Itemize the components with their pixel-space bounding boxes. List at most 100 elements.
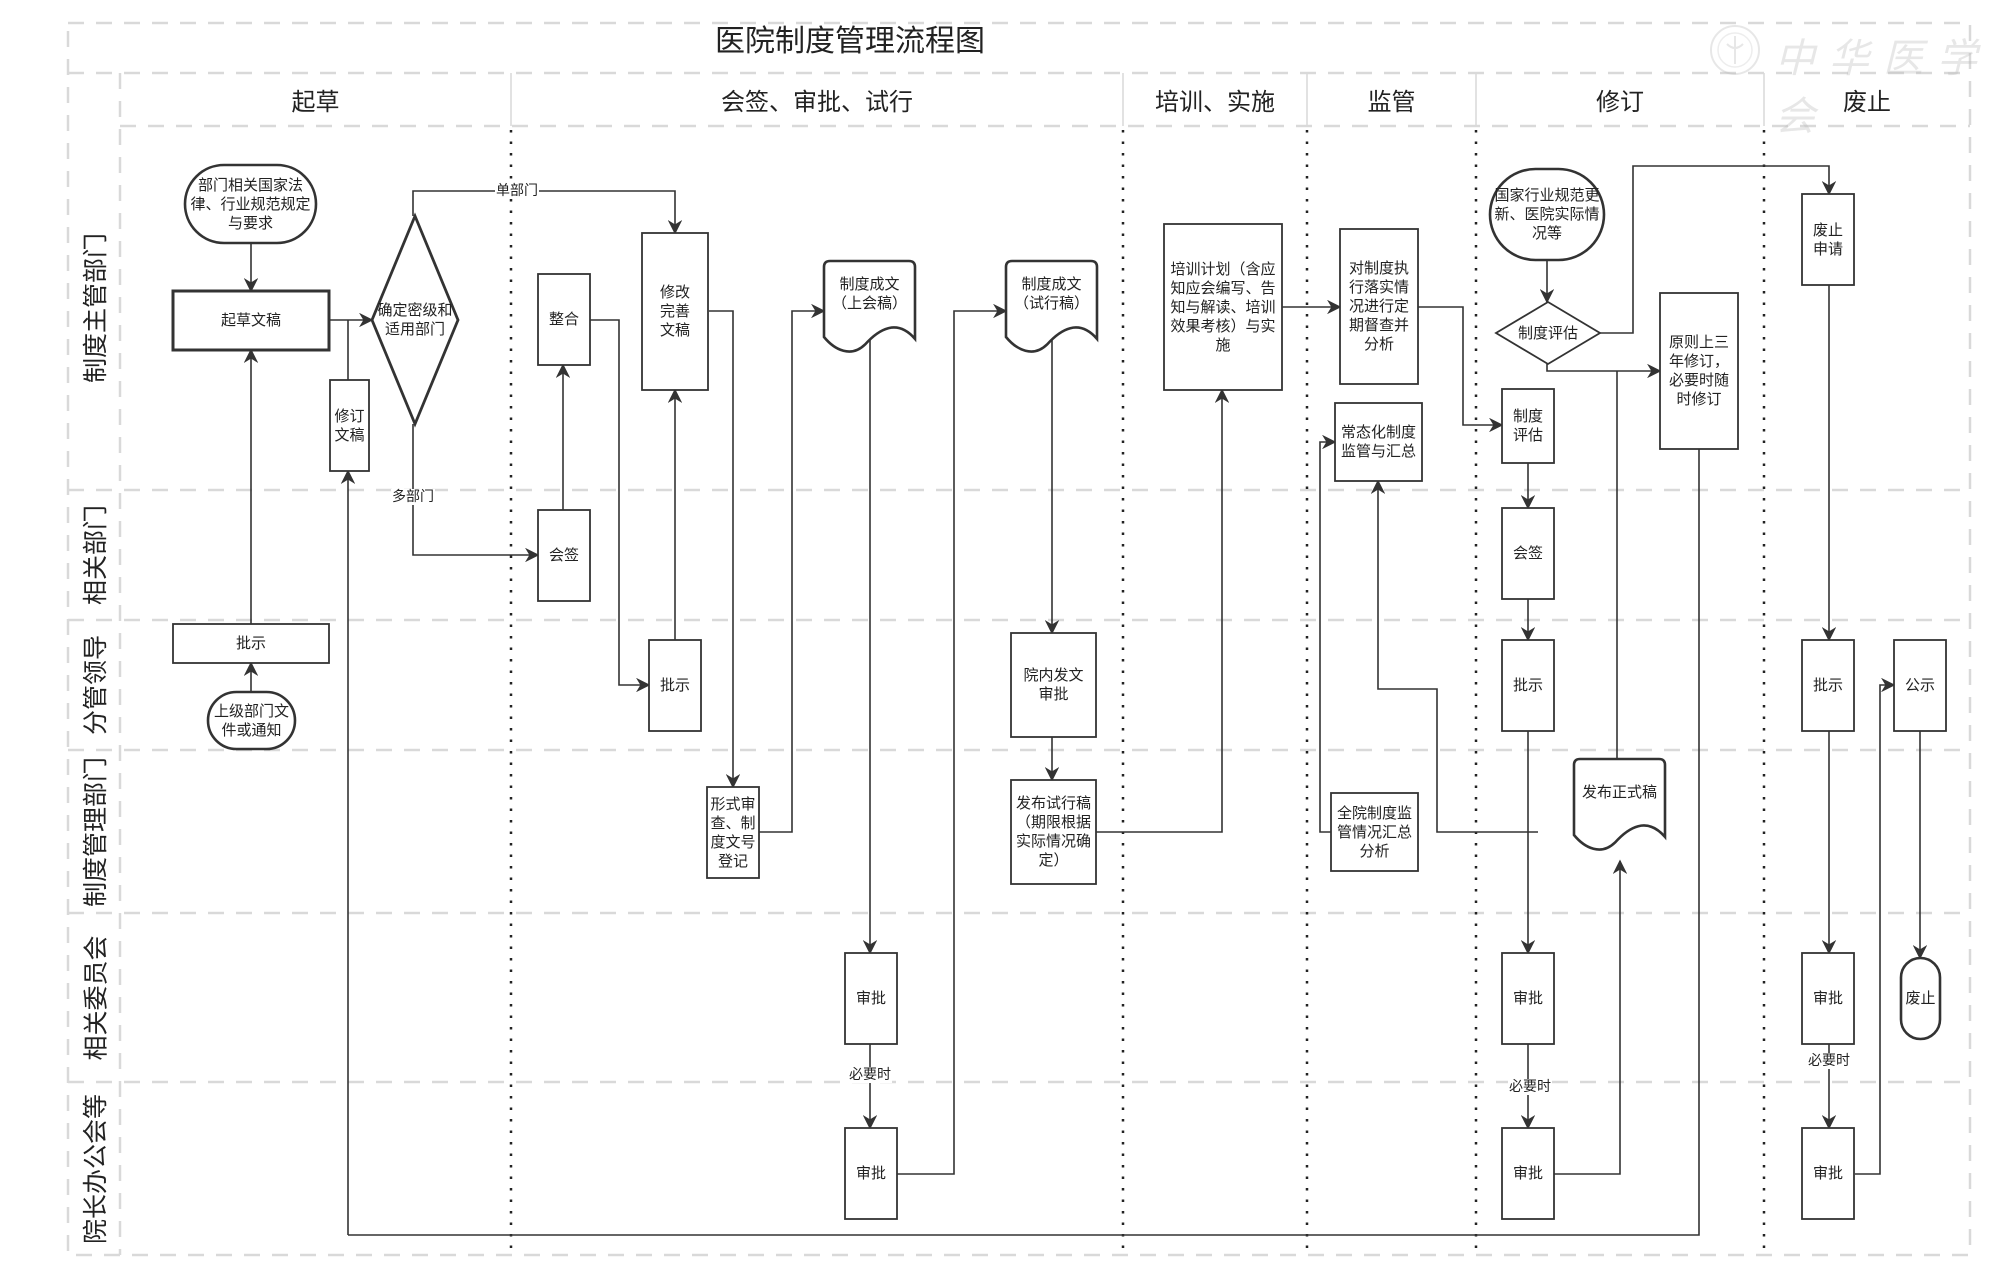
- node-doc-meeting-shape: [822, 259, 917, 353]
- node-office-approve2[interactable]: 审批: [1512, 1164, 1543, 1182]
- lane-label-text: 相关部门: [81, 504, 111, 606]
- node-decide[interactable]: 确定密级和 适用部门: [377, 301, 453, 338]
- node-upper[interactable]: 上级部门文 件或通知: [213, 701, 289, 739]
- node-revise-doc[interactable]: 修订 文稿: [334, 406, 365, 444]
- node-routine[interactable]: 常态化制度 监管与汇总: [1340, 423, 1416, 460]
- node-inspect-shape: [1339, 228, 1419, 385]
- node-announce[interactable]: 公示: [1904, 676, 1935, 694]
- node-leader-ok3-shape: [1501, 639, 1555, 732]
- node-law-shape: [183, 163, 318, 245]
- connector: [759, 303, 826, 833]
- node-training[interactable]: 培训计划（含应 知应会编写、告 知与解读、培训 效果考核）与实 施: [1170, 259, 1276, 354]
- connector: [590, 319, 651, 693]
- node-office-approve1-shape: [844, 1127, 898, 1220]
- node-summary[interactable]: 全院制度监 管情况汇总 分析: [1336, 803, 1412, 860]
- lane-label-text: 相关委员会: [81, 934, 111, 1061]
- node-office-approve1[interactable]: 审批: [855, 1164, 886, 1182]
- node-publish-final[interactable]: 发布正式稿: [1581, 782, 1657, 801]
- node-publish-final-shape: [1572, 757, 1667, 851]
- node-cosign1[interactable]: 会签: [548, 546, 579, 564]
- node-office-approve2-shape: [1501, 1127, 1555, 1220]
- node-update-src[interactable]: 国家行业规范更 新、医院实际情 况等: [1494, 186, 1600, 242]
- node-three-year[interactable]: 原则上三 年修订， 必要时随 时修订: [1668, 333, 1729, 408]
- node-modify[interactable]: 修改 完善 文稿: [659, 283, 690, 339]
- node-eval-decision[interactable]: 制度评估: [1517, 323, 1578, 342]
- phase-header-supervise: 监管: [1367, 88, 1416, 116]
- society-seal-icon: [1710, 25, 1760, 75]
- node-decide-shape: [370, 212, 460, 428]
- phase-header-draft: 起草: [291, 88, 340, 116]
- node-abolished[interactable]: 废止: [1905, 989, 1936, 1007]
- node-summary-shape: [1330, 792, 1419, 872]
- connector: [348, 449, 1700, 1236]
- connector: [1370, 479, 1538, 833]
- diagram-title: 医院制度管理流程图: [715, 24, 985, 59]
- node-formal-check-shape: [706, 786, 760, 879]
- node-comm-approve3[interactable]: 审批: [1812, 989, 1843, 1007]
- connector: [1855, 677, 1896, 1175]
- node-doc-meeting[interactable]: 制度成文 （上会稿）: [831, 275, 907, 313]
- node-leader-ok1[interactable]: 批示: [235, 634, 266, 652]
- watermark-text: 中华医学会: [1775, 36, 1991, 140]
- node-comm-approve1[interactable]: 审批: [855, 989, 886, 1007]
- node-comm-approve1-shape: [844, 952, 898, 1045]
- node-cosign2[interactable]: 会签: [1512, 544, 1543, 562]
- node-publish-trial[interactable]: 发布试行稿 （期限根据 实际情况确 定）: [1015, 794, 1091, 869]
- node-leader-ok4[interactable]: 批示: [1812, 676, 1843, 694]
- lane-label-office: 院长办公会等: [68, 1082, 120, 1255]
- node-leader-ok3[interactable]: 批示: [1512, 676, 1543, 694]
- node-comm-approve2-shape: [1501, 952, 1555, 1045]
- node-leader-ok1-shape: [172, 623, 330, 664]
- connector: [412, 424, 540, 563]
- connector: [1418, 306, 1504, 433]
- phase-header-train: 培训、实施: [1155, 88, 1275, 116]
- node-law[interactable]: 部门相关国家法 律、行业规范规定 与要求: [190, 175, 311, 232]
- node-merge[interactable]: 整合: [548, 310, 579, 328]
- connector: [1600, 165, 1837, 334]
- node-office-approve3[interactable]: 审批: [1812, 1164, 1843, 1182]
- node-formal-check[interactable]: 形式审 查、制 度文号 登记: [710, 794, 756, 870]
- connector: [897, 303, 1008, 1175]
- connector: [1096, 388, 1230, 833]
- node-leader-ok2-shape: [648, 639, 702, 732]
- node-training-shape: [1163, 223, 1283, 391]
- node-three-year-shape: [1659, 292, 1739, 450]
- node-announce-shape: [1893, 639, 1947, 732]
- lane-label-leader: 分管领导: [68, 620, 120, 750]
- node-leader-ok2[interactable]: 批示: [659, 676, 690, 694]
- lane-label-text: 院长办公会等: [81, 1093, 111, 1244]
- connector: [1319, 434, 1378, 833]
- node-abolished-shape: [1899, 956, 1942, 1041]
- node-internal-approve[interactable]: 院内发文 审批: [1023, 666, 1084, 703]
- node-eval-box[interactable]: 制度 评估: [1512, 407, 1543, 444]
- node-comm-approve3-shape: [1801, 952, 1855, 1045]
- edge-label-when-needed-1: 必要时: [848, 1067, 892, 1083]
- node-merge-shape: [537, 273, 591, 366]
- node-revise-doc-shape: [329, 379, 370, 472]
- lane-label-text: 分管领导: [81, 634, 111, 736]
- lane-label-committee: 相关委员会: [68, 913, 120, 1082]
- node-shapes: [171, 163, 1947, 1220]
- node-abolish-apply[interactable]: 废止 申请: [1812, 220, 1843, 258]
- node-publish-trial-shape: [1010, 779, 1097, 885]
- connector: [1546, 363, 1662, 379]
- swimlane-grid: [66, 21, 1972, 1257]
- lane-label-owner: 制度主管部门: [68, 126, 120, 490]
- node-office-approve3-shape: [1801, 1127, 1855, 1220]
- node-doc-trial-shape: [1004, 259, 1099, 353]
- node-draft[interactable]: 起草文稿: [220, 311, 281, 329]
- node-doc-trial[interactable]: 制度成文 （试行稿）: [1013, 275, 1089, 313]
- node-inspect[interactable]: 对制度执 行落实情 况进行定 期督查并 分析: [1348, 259, 1409, 353]
- node-eval-box-shape: [1501, 388, 1555, 464]
- node-cosign1-shape: [537, 509, 591, 602]
- connector: [412, 190, 683, 235]
- lane-label-text: 制度主管部门: [81, 232, 111, 384]
- node-internal-approve-shape: [1010, 632, 1097, 738]
- node-cosign2-shape: [1501, 507, 1555, 600]
- connectors: [243, 165, 1928, 1236]
- lane-label-text: 制度管理部门: [81, 756, 111, 907]
- node-comm-approve2[interactable]: 审批: [1512, 989, 1543, 1007]
- node-routine-shape: [1334, 402, 1423, 482]
- phase-header-abolish: 废止: [1843, 88, 1891, 116]
- node-modify-shape: [641, 232, 709, 391]
